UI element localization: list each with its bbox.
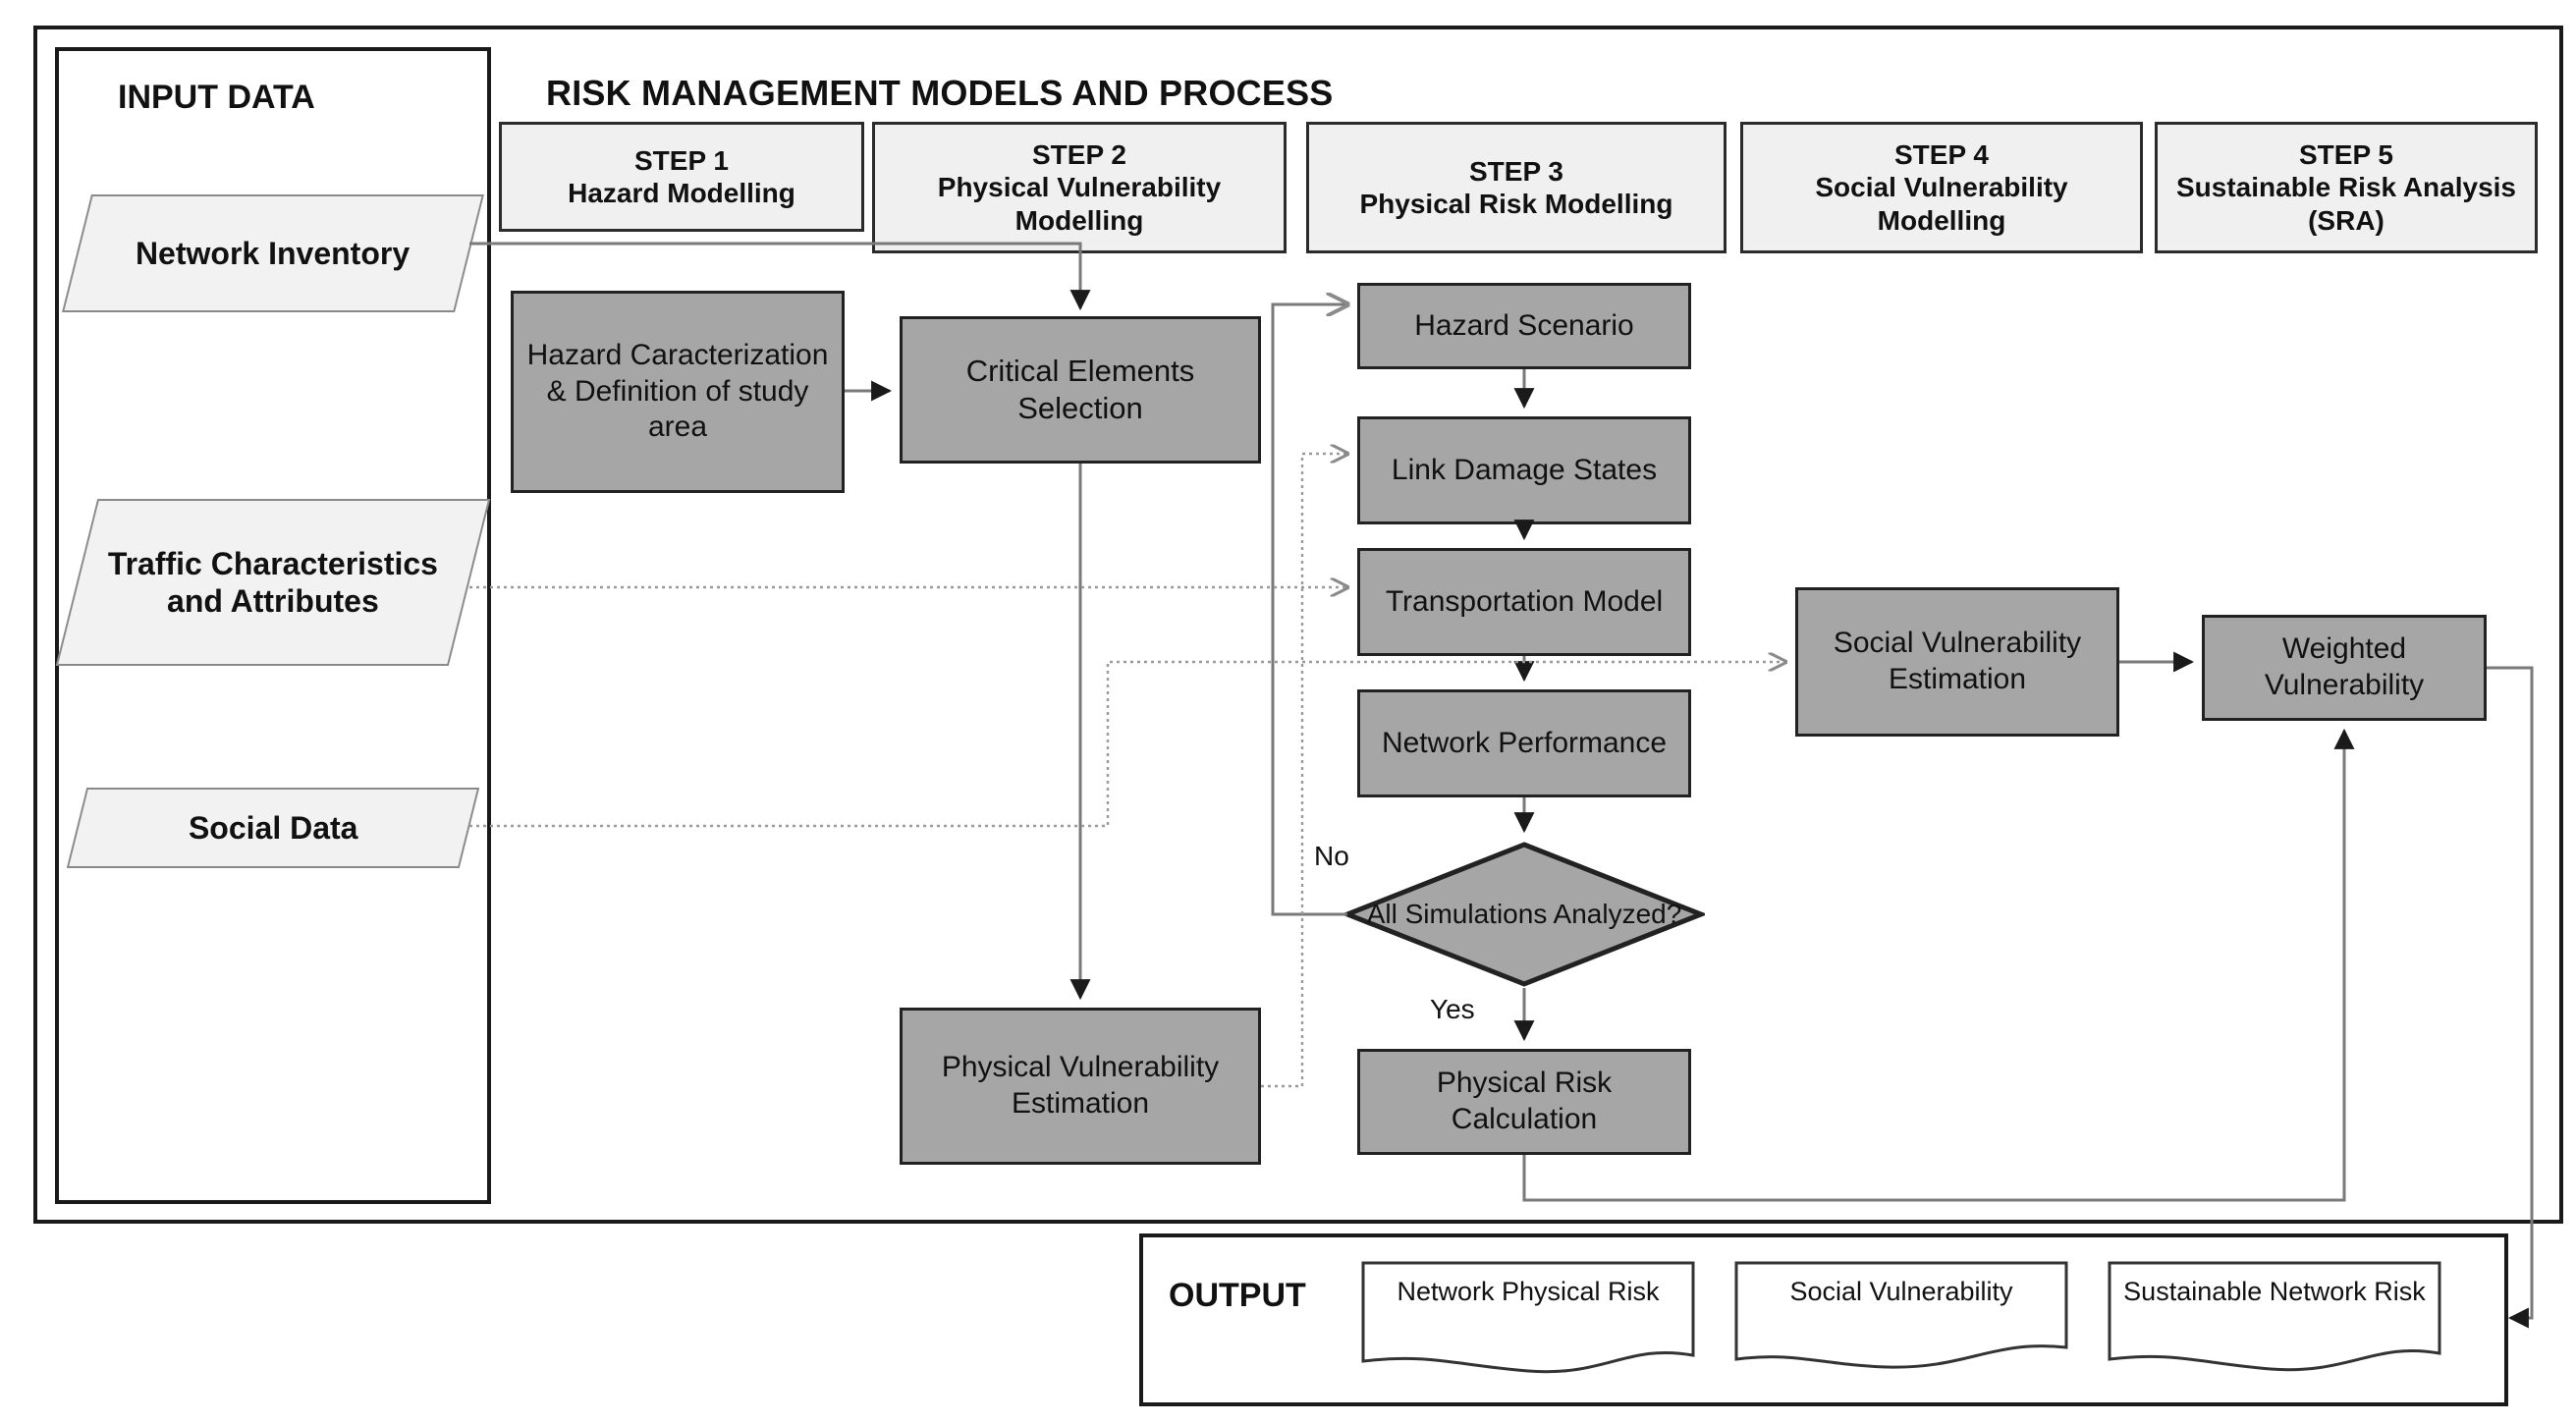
output-label-social-vulnerability: Social Vulnerability bbox=[1789, 1277, 2013, 1306]
process-hazard-characterization: Hazard Caracterization & Definition of s… bbox=[511, 291, 845, 493]
input-label-network-inventory: Network Inventory bbox=[136, 235, 411, 271]
decision-branch-no-label: No bbox=[1314, 841, 1349, 871]
input-data-title: INPUT DATA bbox=[118, 79, 315, 116]
process-network-performance: Network Performance bbox=[1357, 689, 1691, 797]
step-header-1: STEP 1 Hazard Modelling bbox=[499, 122, 864, 232]
step-number-3: STEP 3 bbox=[1469, 155, 1563, 187]
output-label-network-physical-risk: Network Physical Risk bbox=[1397, 1277, 1660, 1306]
decision-branch-yes-label: Yes bbox=[1430, 994, 1475, 1024]
step-name-3: Physical Risk Modelling bbox=[1359, 189, 1673, 219]
step-number-4: STEP 4 bbox=[1894, 139, 1989, 171]
output-label-sustainable-network-risk: Sustainable Network Risk bbox=[2123, 1277, 2426, 1306]
output-doc-network-physical-risk: Network Physical Risk bbox=[1361, 1261, 1695, 1375]
diagram-title: RISK MANAGEMENT MODELS AND PROCESS bbox=[546, 73, 1334, 113]
input-label-social-data: Social Data bbox=[188, 809, 358, 846]
output-doc-sustainable-network-risk: Sustainable Network Risk bbox=[2108, 1261, 2441, 1375]
input-shape-traffic-characteristics: Traffic Characteristics and Attributes bbox=[55, 499, 491, 666]
step-name-2: Physical Vulnerability Modelling bbox=[937, 172, 1222, 236]
input-label-traffic-characteristics: Traffic Characteristics and Attributes bbox=[107, 545, 439, 619]
step-header-2: STEP 2 Physical Vulnerability Modelling bbox=[872, 122, 1287, 253]
step-header-4: STEP 4 Social Vulnerability Modelling bbox=[1740, 122, 2143, 253]
input-shape-network-inventory: Network Inventory bbox=[62, 194, 484, 312]
process-physical-risk-calculation: Physical Risk Calculation bbox=[1357, 1049, 1691, 1155]
step-number-5: STEP 5 bbox=[2299, 139, 2393, 171]
process-hazard-scenario: Hazard Scenario bbox=[1357, 283, 1691, 369]
process-social-vulnerability-estimation: Social Vulnerability Estimation bbox=[1795, 587, 2119, 737]
process-link-damage-states: Link Damage States bbox=[1357, 416, 1691, 524]
process-physical-vulnerability-estimation: Physical Vulnerability Estimation bbox=[900, 1008, 1261, 1165]
step-name-1: Hazard Modelling bbox=[568, 178, 795, 208]
output-doc-social-vulnerability: Social Vulnerability bbox=[1734, 1261, 2068, 1375]
step-name-5: Sustainable Risk Analysis (SRA) bbox=[2176, 172, 2516, 236]
step-number-2: STEP 2 bbox=[1032, 139, 1126, 171]
step-header-5: STEP 5 Sustainable Risk Analysis (SRA) bbox=[2155, 122, 2538, 253]
main-frame bbox=[33, 26, 2563, 1224]
process-weighted-vulnerability: Weighted Vulnerability bbox=[2202, 615, 2487, 721]
step-number-1: STEP 1 bbox=[634, 144, 729, 176]
output-panel-title: OUTPUT bbox=[1169, 1277, 1306, 1314]
process-transportation-model: Transportation Model bbox=[1357, 548, 1691, 656]
process-critical-elements-selection: Critical Elements Selection bbox=[900, 316, 1261, 464]
input-shape-social-data: Social Data bbox=[66, 788, 480, 868]
step-header-3: STEP 3 Physical Risk Modelling bbox=[1306, 122, 1726, 253]
step-name-4: Social Vulnerability Modelling bbox=[1815, 172, 2068, 236]
decision-all-simulations-analyzed: All Simulations Analyzed? bbox=[1343, 841, 1705, 988]
